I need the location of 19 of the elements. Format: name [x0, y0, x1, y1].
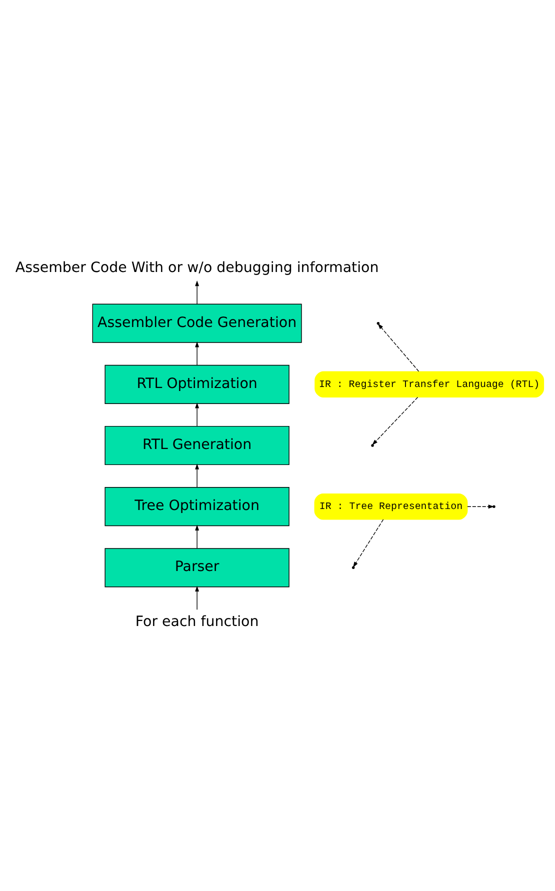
node-text: Assember Code With or w/o debugging information: [15, 260, 379, 276]
arrow: [195, 586, 200, 610]
arrow: [195, 524, 200, 549]
node-box: IR : Tree Representation: [314, 493, 468, 520]
node-box: Assembler Code Generation: [92, 304, 302, 343]
arrow: [467, 504, 494, 509]
node-box: IR : Register Transfer Language (RTL): [314, 371, 544, 398]
arrow: [353, 519, 384, 568]
node-box: Parser: [104, 548, 290, 588]
arrow: [378, 324, 420, 372]
arrow: [195, 464, 200, 488]
node-box: RTL Generation: [104, 426, 290, 466]
arrow: [372, 396, 418, 446]
arrow: [195, 402, 200, 427]
node-text: For each function: [135, 614, 259, 630]
node-box: RTL Optimization: [104, 364, 290, 404]
arrow: [195, 280, 200, 304]
arrow: [195, 342, 200, 366]
node-box: Tree Optimization: [104, 487, 290, 526]
